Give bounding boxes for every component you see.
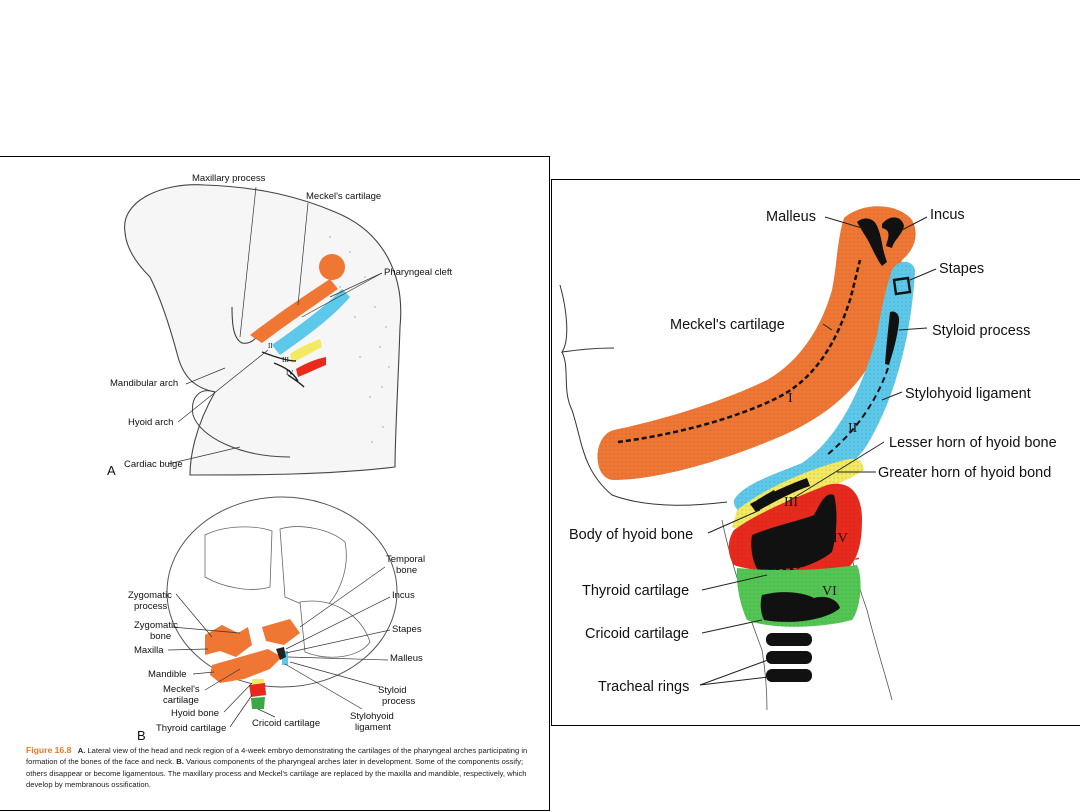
label-cricoid-cartilage-b: Cricoid cartilage xyxy=(252,718,320,729)
arch-derivatives-svg: I II III IV VI Malleus Incus Stapes Meck… xyxy=(559,206,1057,711)
panel-letter-b: B xyxy=(137,728,146,743)
right-figure-panel: I II III IV VI Malleus Incus Stapes Meck… xyxy=(551,179,1080,726)
label-styloid-1: Styloid xyxy=(378,685,407,696)
label-pharyngeal-cleft: Pharyngeal cleft xyxy=(384,267,452,278)
label-meckels-cartilage: Meckel's cartilage xyxy=(670,317,785,333)
label-meckels-cartilage-a: Meckel's cartilage xyxy=(306,191,381,202)
label-hyoid-arch: Hyoid arch xyxy=(128,417,173,428)
label-lesser-horn: Lesser horn of hyoid bone xyxy=(889,435,1057,451)
arch-numeral-iv: IV xyxy=(286,369,293,377)
thyroid-red xyxy=(249,683,266,697)
caption-b-text: Various components of the pharyngeal arc… xyxy=(26,757,527,790)
label-tracheal-rings: Tracheal rings xyxy=(598,679,689,695)
label-maxilla: Maxilla xyxy=(134,645,164,656)
tracheal-ring-2 xyxy=(766,651,812,664)
label-temporal-1: Temporal xyxy=(386,554,425,565)
label-body-of-hyoid: Body of hyoid bone xyxy=(569,527,693,543)
ossicles-dark xyxy=(276,647,286,660)
arch-2-blue xyxy=(272,289,350,355)
panel-letter-a: A xyxy=(107,463,116,478)
tracheal-ring-1 xyxy=(766,633,812,646)
label-stylohyoid-ligament: Stylohyoid ligament xyxy=(905,386,1031,402)
arch-4-red xyxy=(296,357,326,377)
stapes-dark xyxy=(892,276,912,296)
label-zygomatic-bone-2: bone xyxy=(150,631,171,642)
meckels-cartilage-orange xyxy=(250,279,338,343)
arch-1-group xyxy=(597,206,916,481)
face-profile-line xyxy=(559,284,728,506)
roman-iii: III xyxy=(784,495,798,510)
arch-2-group xyxy=(733,261,915,516)
ossicle-blue xyxy=(282,651,288,665)
styloid-process-dark xyxy=(885,311,900,365)
label-incus: Incus xyxy=(930,207,965,223)
panel-a-leader-lines xyxy=(167,186,383,465)
label-temporal-2: bone xyxy=(396,565,417,576)
mandibular-bulge xyxy=(191,390,291,458)
roman-iv: IV xyxy=(833,531,848,546)
hyoid-yellow xyxy=(252,679,264,685)
embryo-head-drawing: II III IV xyxy=(124,184,402,476)
mandible-orange xyxy=(210,649,282,683)
label-thyroid-cartilage-b: Thyroid cartilage xyxy=(156,723,226,734)
label-hyoid-bone-b: Hyoid bone xyxy=(171,708,219,719)
stylohyoid-dashed xyxy=(826,367,889,456)
arch-numeral-ii: II xyxy=(268,342,273,350)
pharyngeal-cleft-lines xyxy=(261,351,305,388)
label-greater-horn: Greater horn of hyoid bond xyxy=(878,465,1051,481)
thyroid-dashed-line xyxy=(743,557,861,573)
arch-3-yellow xyxy=(290,339,322,363)
meckels-knob-orange xyxy=(319,254,345,280)
cranial-bone-left xyxy=(204,526,273,590)
arch-4-group xyxy=(728,483,862,575)
label-meckels-2: cartilage xyxy=(163,695,199,706)
figure-caption: Figure 16.8 A. Lateral view of the head … xyxy=(26,745,541,791)
malleus-incus-dark xyxy=(857,217,904,266)
caption-a-marker: A. xyxy=(77,746,86,755)
roman-vi: VI xyxy=(822,584,837,599)
label-stylohyoid-2: ligament xyxy=(355,722,391,733)
thyroid-dark xyxy=(751,494,837,575)
label-stapes: Stapes xyxy=(939,261,984,277)
right-leader-lines xyxy=(699,216,937,686)
label-malleus-b: Malleus xyxy=(390,653,423,664)
label-mandible: Mandible xyxy=(148,669,187,680)
caption-b-marker: B. xyxy=(176,757,184,767)
label-malleus: Malleus xyxy=(766,209,816,225)
roman-ii: II xyxy=(848,421,858,436)
hyoid-dark xyxy=(750,478,810,512)
temporal-region xyxy=(299,600,371,658)
label-zygomatic-process-2: process xyxy=(134,601,168,612)
maxilla-orange xyxy=(205,625,252,657)
label-meckels-1: Meckel's xyxy=(163,684,200,695)
caption-a-text: Lateral view of the head and neck region… xyxy=(26,746,528,767)
roman-i: I xyxy=(788,391,793,406)
panel-b-leader-lines xyxy=(167,566,391,728)
label-zygomatic-process-1: Zygomatic xyxy=(128,590,172,601)
label-maxillary-process: Maxillary process xyxy=(192,173,266,184)
cricoid-green xyxy=(251,697,265,709)
label-styloid-2: process xyxy=(382,696,416,707)
label-thyroid-cartilage: Thyroid cartilage xyxy=(582,583,689,599)
label-mandibular-arch: Mandibular arch xyxy=(110,378,178,389)
embryo-figure-svg: II III IV Maxillary process Meckel's car… xyxy=(107,173,452,743)
skull-drawing xyxy=(166,496,398,709)
label-stylohyoid-1: Stylohyoid xyxy=(350,711,394,722)
meckels-dashed-line xyxy=(617,259,862,444)
label-cricoid-cartilage: Cricoid cartilage xyxy=(585,626,689,642)
label-stapes-b: Stapes xyxy=(392,624,422,635)
tracheal-rings xyxy=(766,633,812,682)
caption-figure-label: Figure 16.8 xyxy=(26,745,72,755)
label-styloid-process: Styloid process xyxy=(932,323,1030,339)
cricoid-dark xyxy=(760,592,840,622)
zygomatic-orange xyxy=(262,619,300,645)
arch-6-group xyxy=(736,565,861,627)
left-figure-panel: II III IV Maxillary process Meckel's car… xyxy=(0,156,550,811)
label-zygomatic-bone-1: Zygomatic xyxy=(134,620,178,631)
label-incus-b: Incus xyxy=(392,590,415,601)
tracheal-ring-3 xyxy=(766,669,812,682)
arch-3-group xyxy=(732,458,864,529)
arch-numeral-iii: III xyxy=(282,356,290,364)
label-cardiac-bulge: Cardiac bulge xyxy=(124,459,183,470)
